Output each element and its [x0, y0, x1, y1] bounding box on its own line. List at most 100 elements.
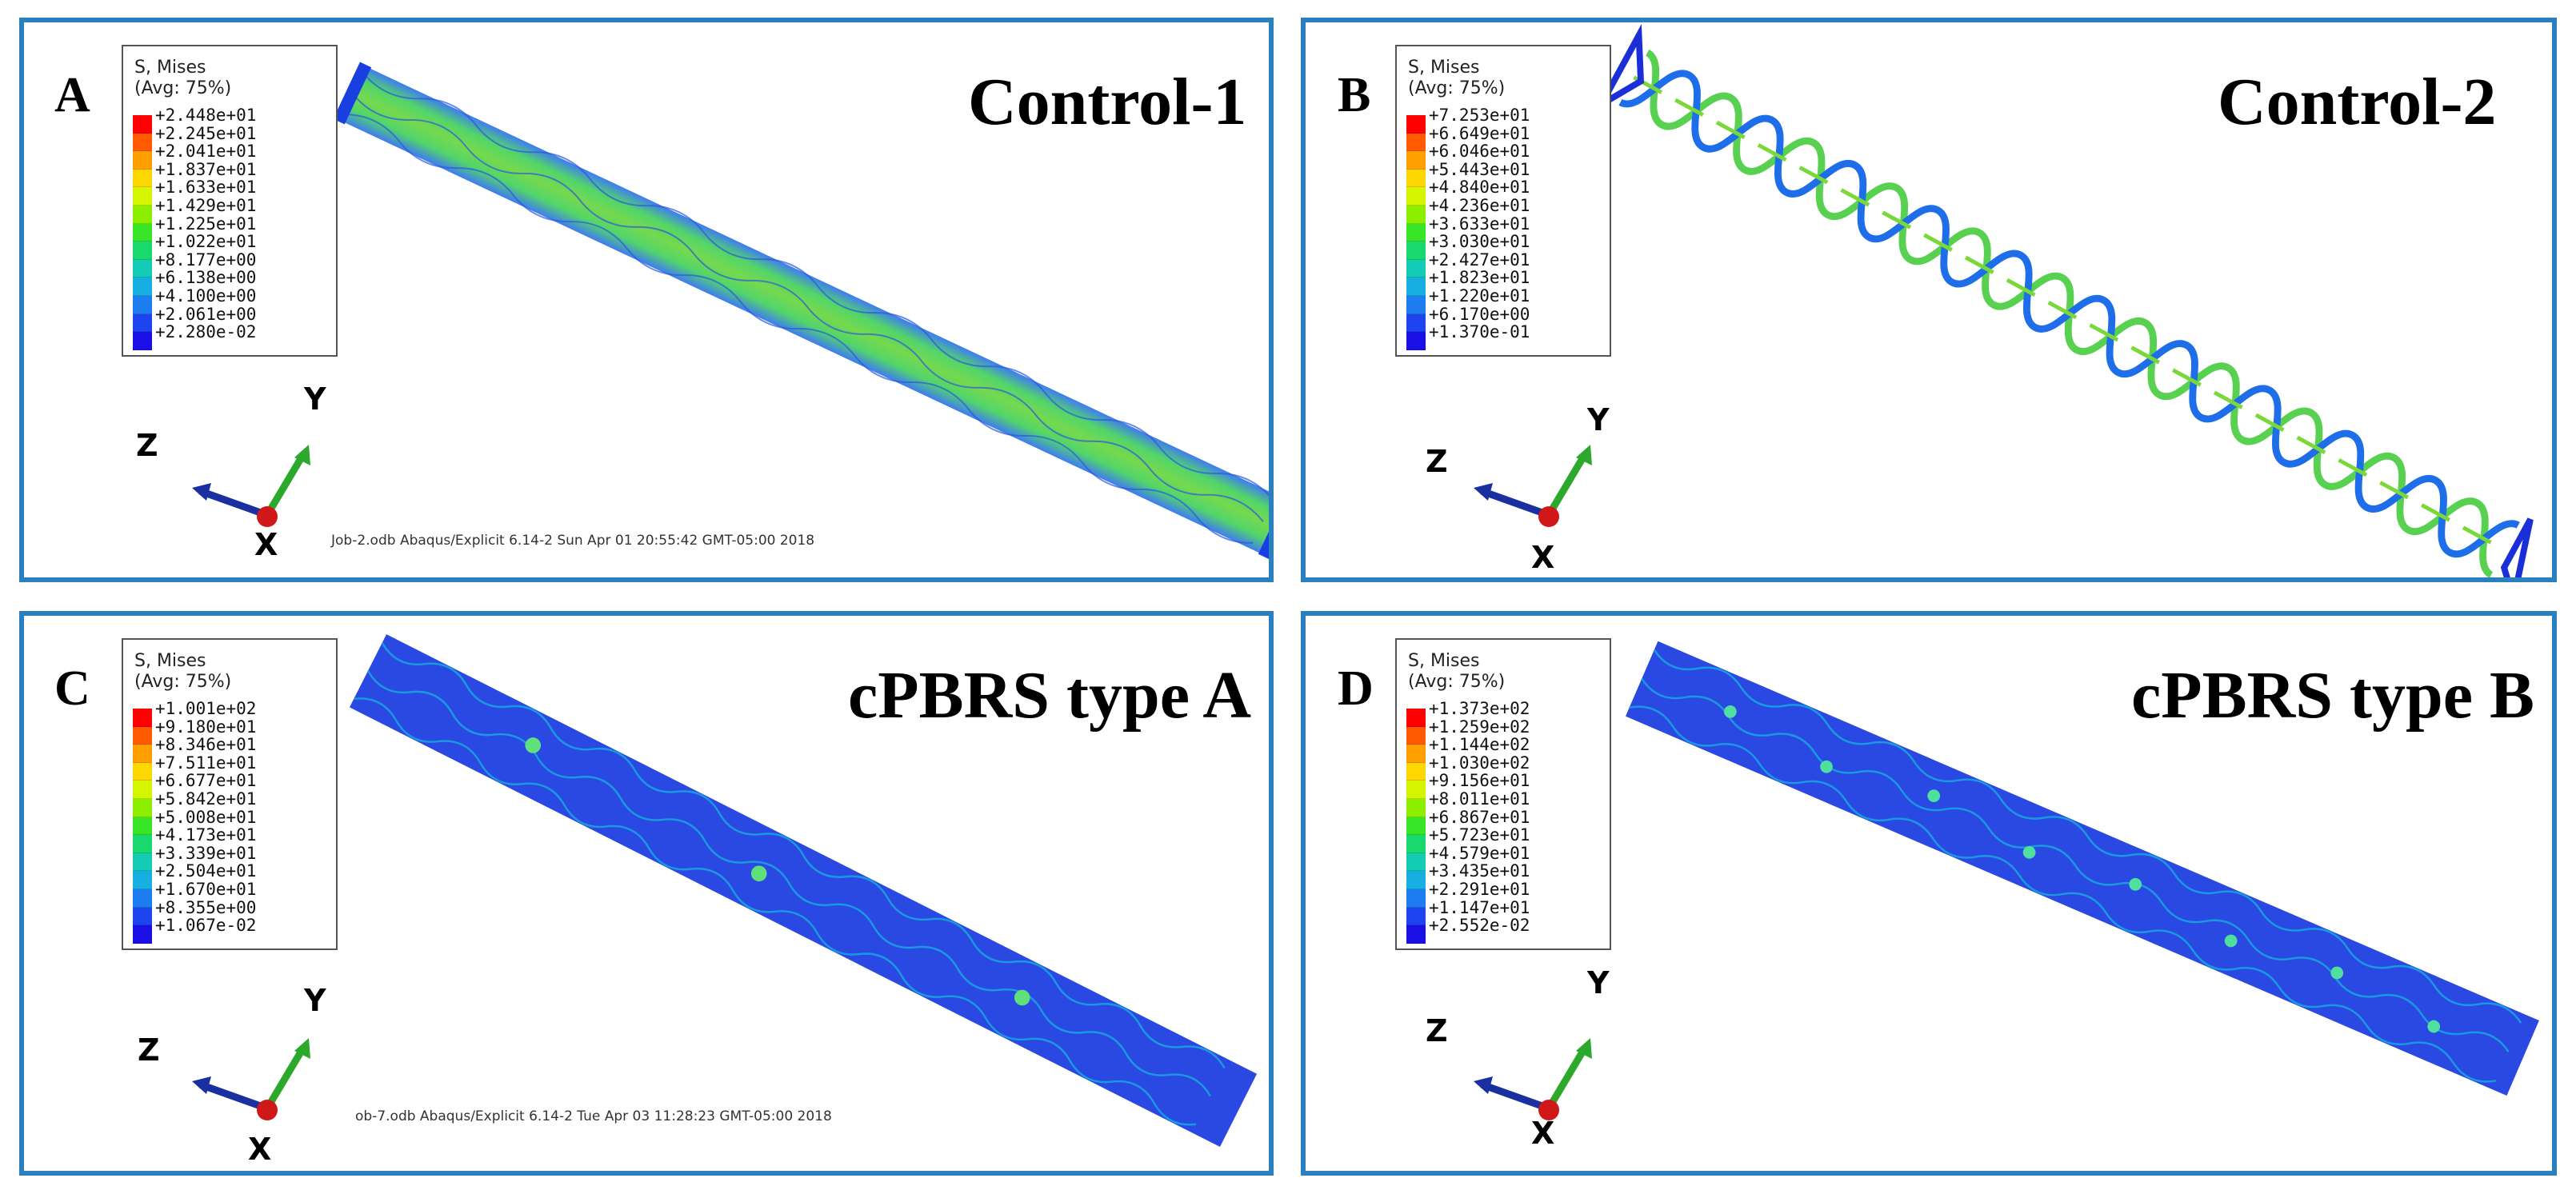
legend-swatch: [1406, 223, 1426, 242]
legend-value: +3.435e+01: [1429, 861, 1530, 881]
legend-value: +1.067e-02: [155, 916, 257, 936]
panel-title: cPBRS type B: [2131, 658, 2534, 733]
legend-title: S, Mises: [134, 58, 206, 78]
legend-subtitle: (Avg: 75%): [1408, 78, 1506, 98]
job-footer: Job-2.odb Abaqus/Explicit 6.14-2 Sun Apr…: [331, 533, 815, 549]
legend-value: +2.552e-02: [1429, 916, 1530, 936]
legend-swatch: [1406, 332, 1426, 350]
legend-subtitle: (Avg: 75%): [134, 672, 232, 692]
legend-colorbar: [1406, 709, 1426, 944]
panel-title: cPBRS type A: [848, 658, 1251, 733]
legend-title: S, Mises: [1408, 58, 1480, 78]
legend-swatch: [1406, 726, 1426, 745]
panel-label: D: [1338, 661, 1374, 716]
legend-swatch: [1406, 205, 1426, 224]
axis-z-label: Z: [138, 1032, 160, 1068]
legend-value: +7.511e+01: [155, 753, 257, 773]
axis-y-label: Y: [1587, 965, 1610, 1000]
legend-value: +1.030e+02: [1429, 753, 1530, 773]
legend-swatch: [1406, 853, 1426, 872]
legend-value: +3.030e+01: [1429, 232, 1530, 252]
legend-swatch: [133, 762, 152, 781]
legend-swatch: [133, 169, 152, 188]
legend-swatch: [133, 853, 152, 872]
legend-swatch: [133, 726, 152, 745]
panel-title: Control-2: [2218, 65, 2497, 139]
legend-value: +1.022e+01: [155, 232, 257, 252]
legend-value: +6.138e+00: [155, 268, 257, 288]
axis-triad: [1474, 445, 1592, 527]
legend-swatch: [1406, 187, 1426, 206]
legend-swatch: [133, 242, 152, 260]
legend-swatch: [133, 889, 152, 908]
legend-swatch: [1406, 835, 1426, 853]
legend-value: +2.245e+01: [155, 123, 257, 143]
panel-label: C: [54, 661, 90, 716]
legend-swatch: [133, 115, 152, 134]
panel-b: B Control-2 S, Mises (Avg: 75%) +7.253e+…: [1301, 18, 2557, 582]
legend-swatch: [133, 223, 152, 242]
legend-value: +1.633e+01: [155, 178, 257, 198]
legend-swatch: [1406, 762, 1426, 781]
legend-swatch: [133, 295, 152, 314]
legend-swatch: [133, 151, 152, 170]
legend-value: +1.147e+01: [1429, 897, 1530, 917]
axis-triad: [1474, 1038, 1592, 1120]
legend-swatch: [1406, 925, 1426, 944]
stress-legend: S, Mises (Avg: 75%) +1.373e+02+1.259e+02…: [1395, 638, 1611, 950]
legend-swatch: [133, 709, 152, 727]
panel-a: A Control-1 S, Mises (Avg: 75%) +2.448e+…: [19, 18, 1274, 582]
legend-swatch: [1406, 889, 1426, 908]
legend-colorbar: [133, 115, 152, 350]
legend-title: S, Mises: [134, 651, 206, 671]
stress-legend: S, Mises (Avg: 75%) +2.448e+01+2.245e+01…: [122, 45, 338, 357]
legend-swatch: [1406, 133, 1426, 152]
legend-swatch: [1406, 709, 1426, 727]
legend-value: +5.723e+01: [1429, 825, 1530, 845]
axis-z-label: Z: [1426, 1013, 1448, 1048]
legend-value: +5.008e+01: [155, 807, 257, 827]
legend-swatch: [133, 332, 152, 350]
stress-legend: S, Mises (Avg: 75%) +7.253e+01+6.649e+01…: [1395, 45, 1611, 357]
stent-model-control-1: [333, 62, 1269, 560]
legend-value: +4.236e+01: [1429, 196, 1530, 215]
legend-swatch: [133, 133, 152, 152]
axis-x-label: X: [254, 527, 278, 562]
axis-z-label: Z: [1426, 444, 1448, 479]
panel-c: C cPBRS type A S, Mises (Avg: 75%) +1.00…: [19, 611, 1274, 1176]
legend-value: +2.280e-02: [155, 322, 257, 342]
legend-value: +8.177e+00: [155, 250, 257, 270]
axis-z-label: Z: [136, 428, 158, 463]
legend-value: +6.649e+01: [1429, 123, 1530, 143]
legend-colorbar: [1406, 115, 1426, 350]
panel-label: A: [54, 68, 90, 122]
legend-swatch: [1406, 798, 1426, 817]
legend-swatch: [1406, 871, 1426, 889]
legend-swatch: [1406, 169, 1426, 188]
legend-value: +4.840e+01: [1429, 178, 1530, 198]
legend-swatch: [133, 745, 152, 763]
legend-swatch: [133, 278, 152, 296]
legend-value: +8.355e+00: [155, 897, 257, 917]
legend-value: +1.225e+01: [155, 214, 257, 234]
legend-subtitle: (Avg: 75%): [134, 78, 232, 98]
legend-swatch: [133, 781, 152, 799]
legend-value: +6.170e+00: [1429, 304, 1530, 324]
legend-value: +1.670e+01: [155, 880, 257, 899]
axis-x-label: X: [1531, 540, 1555, 575]
legend-value: +3.633e+01: [1429, 214, 1530, 234]
axis-y-label: Y: [304, 983, 326, 1018]
legend-value: +1.220e+01: [1429, 286, 1530, 305]
axis-y-label: Y: [1587, 402, 1610, 437]
legend-swatch: [1406, 745, 1426, 763]
legend-value: +3.339e+01: [155, 843, 257, 863]
legend-value: +9.156e+01: [1429, 771, 1530, 791]
panel-label: B: [1338, 68, 1371, 122]
panel-d: D cPBRS type B S, Mises (Avg: 75%) +1.37…: [1301, 611, 2557, 1176]
legend-value: +1.144e+02: [1429, 735, 1530, 755]
legend-swatch: [133, 259, 152, 278]
legend-value: +2.427e+01: [1429, 250, 1530, 270]
legend-swatch: [1406, 259, 1426, 278]
legend-swatch: [1406, 242, 1426, 260]
legend-value: +2.061e+00: [155, 304, 257, 324]
